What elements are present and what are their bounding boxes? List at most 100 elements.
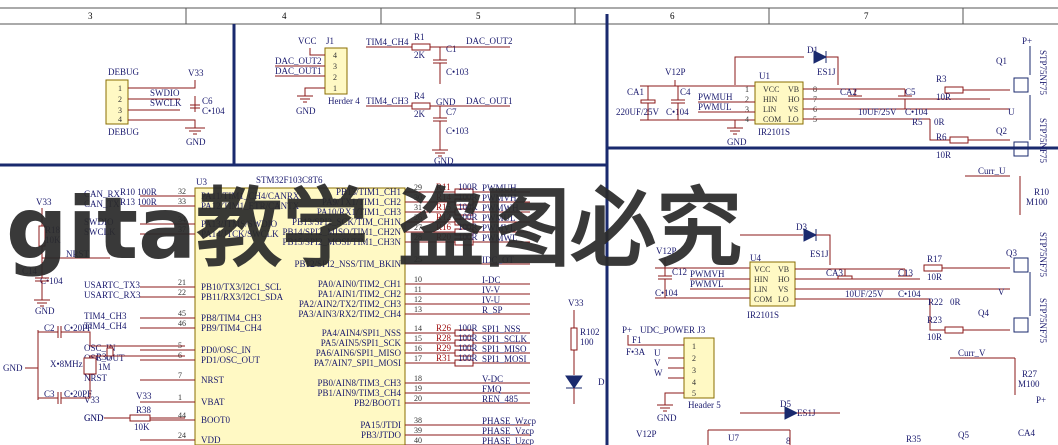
- svg-text:3: 3: [745, 105, 749, 114]
- svg-text:GND: GND: [35, 306, 55, 316]
- svg-text:C•104: C•104: [898, 289, 921, 299]
- pin-number: 30: [414, 193, 422, 202]
- resistor-value: 100R: [458, 192, 478, 202]
- svg-text:PWMVL: PWMVL: [690, 279, 724, 289]
- resistor-value: 100R: [458, 202, 478, 212]
- net-label: OSC_OUT: [84, 353, 125, 363]
- svg-text:V33: V33: [568, 298, 584, 308]
- svg-text:Q4: Q4: [978, 308, 989, 318]
- pin-name: PB13/SPI2_SCK/TIM_CH1N: [292, 217, 402, 227]
- svg-text:2: 2: [692, 354, 696, 363]
- net-label: IV-V: [482, 285, 501, 295]
- svg-text:M100: M100: [1026, 197, 1048, 207]
- svg-text:LO: LO: [778, 295, 789, 304]
- svg-text:STP75NF75: STP75NF75: [1038, 50, 1048, 96]
- pin-name: PA11/TIM1_CH4/CANRX: [201, 191, 300, 201]
- svg-text:2: 2: [118, 95, 122, 104]
- svg-text:LO: LO: [788, 115, 799, 124]
- svg-text:TIM4_CH4: TIM4_CH4: [366, 37, 409, 47]
- svg-text:GND: GND: [657, 413, 677, 423]
- svg-text:3: 3: [118, 106, 122, 115]
- pin-number: 13: [414, 305, 422, 314]
- net-label: SWCLK: [84, 227, 116, 237]
- pin-name: PA6/AIN6/SPI1_MISO: [316, 348, 402, 358]
- resistor-ref: R26: [436, 323, 452, 333]
- pin-number: 28: [414, 233, 422, 242]
- svg-text:VCC: VCC: [754, 265, 770, 274]
- svg-text:COM: COM: [763, 115, 781, 124]
- svg-text:R27: R27: [1022, 369, 1038, 379]
- svg-text:Curr_V: Curr_V: [958, 348, 986, 358]
- svg-text:C2: C2: [44, 323, 55, 333]
- pin-name: PA2/AIN2/TX2/TIM2_CH3: [299, 299, 402, 309]
- svg-text:LIN: LIN: [754, 285, 768, 294]
- col-label-7: 7: [864, 11, 869, 21]
- col-label-4: 4: [282, 11, 287, 21]
- svg-text:U4: U4: [750, 253, 761, 263]
- svg-text:CA2: CA2: [840, 87, 857, 97]
- svg-text:GND: GND: [186, 137, 206, 147]
- svg-text:GND: GND: [434, 156, 454, 166]
- svg-text:C14: C14: [22, 266, 38, 276]
- net-label: PWMVL: [482, 223, 516, 233]
- svg-text:2K: 2K: [414, 50, 426, 60]
- net-label: USARTC_TX3: [84, 280, 140, 290]
- pin-number: 14: [414, 324, 422, 333]
- resistor-ref: R12: [436, 212, 451, 222]
- net-label: PWMUL: [482, 213, 516, 223]
- svg-text:D5: D5: [780, 399, 791, 409]
- svg-text:R3: R3: [936, 74, 947, 84]
- svg-text:1M: 1M: [98, 362, 111, 372]
- svg-text:2K: 2K: [414, 109, 426, 119]
- svg-text:GND: GND: [727, 137, 747, 147]
- pin-name: VDD: [201, 435, 221, 445]
- svg-text:Q5: Q5: [958, 430, 969, 440]
- svg-text:PWMUH: PWMUH: [698, 92, 733, 102]
- net-label: V33: [84, 395, 100, 405]
- watermark: gita教学 盗图必究: [6, 179, 742, 279]
- net-label: PWMWH: [482, 203, 519, 213]
- svg-text:DAC_OUT1: DAC_OUT1: [275, 66, 322, 76]
- resistor-value: 100R: [458, 182, 478, 192]
- svg-text:PWMVH: PWMVH: [690, 269, 725, 279]
- svg-text:HIN: HIN: [763, 95, 777, 104]
- udc-power-header: P+ UDC_POWER J3 F1 F•3A U V W 1 2 3 4 5 …: [622, 325, 721, 423]
- pin-name: PA3/AIN3/RX2/TIM2_CH4: [298, 309, 401, 319]
- resistor-value: 100R: [458, 323, 478, 333]
- svg-text:STP75NF75: STP75NF75: [1038, 232, 1048, 278]
- pin-number: 29: [414, 183, 422, 192]
- svg-text:10R: 10R: [936, 92, 951, 102]
- resistor-value: 100R: [458, 212, 478, 222]
- net-label: REN_485: [482, 394, 519, 404]
- pin-number: 7: [178, 371, 182, 380]
- pin-name: PA12/TIM1_ETR/CANTX: [201, 201, 300, 211]
- net-label: FMQ: [482, 384, 502, 394]
- svg-text:3: 3: [692, 366, 696, 375]
- pin-name: NRST: [201, 375, 225, 385]
- pin-name: PA1/AIN1/TIM2_CH2: [318, 289, 401, 299]
- svg-text:F1: F1: [632, 335, 642, 345]
- svg-text:C5: C5: [905, 87, 916, 97]
- net-label: PWMVH: [482, 193, 517, 203]
- net-label: V-DC: [482, 374, 503, 384]
- resistor-ref: R28: [436, 333, 452, 343]
- pin-name: PB12/SPI2_NSS/TIM_BKIN: [294, 259, 401, 269]
- resistor-ref: R11: [436, 182, 451, 192]
- mcu-support-left: V33 R18 10K C14 C•104 NRST GND C2 C•20PF…: [3, 197, 185, 432]
- svg-text:ES1J: ES1J: [817, 67, 836, 77]
- svg-text:1: 1: [745, 85, 749, 94]
- net-label: I-DC: [482, 275, 501, 285]
- pin-number: 34: [178, 215, 186, 224]
- svg-text:C3: C3: [44, 389, 55, 399]
